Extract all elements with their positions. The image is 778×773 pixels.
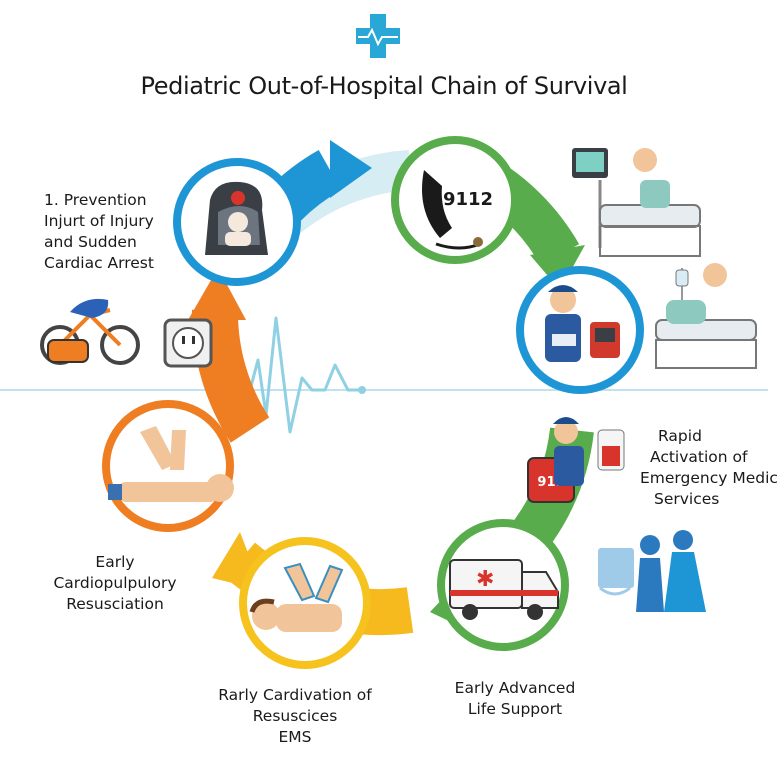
hospital-bed-icon [572,148,701,257]
medic-defibrillator-icon: 911 [527,417,625,503]
orange-arrowhead [188,268,246,320]
svg-text:✱: ✱ [476,567,494,592]
cpr-hands-icon [102,400,234,532]
ambulance-icon: ✱ [437,519,569,651]
page-title: Pediatric Out-of-Hospital Chain of Survi… [140,72,628,100]
ecg-line-icon [0,316,768,434]
outlet-icon [163,318,213,368]
car-seat-icon [173,158,301,286]
phone-icon: 9112 [391,136,519,264]
green-arrowhead-top [530,245,585,290]
label-prevention: 1. Prevention Injurt of Injury and Sudde… [44,191,154,272]
label-cardivation-ems: Rarly Cardivation of Resuscices EMS [218,686,372,746]
phone-number-text: 9112 [443,189,493,210]
medical-cross-heartbeat-icon [356,14,400,58]
label-early-cpr: Early Cardiopulpulory Resusciation [53,553,177,613]
label-advanced-life-support: Early Advanced Life Support [454,679,576,718]
label-rapid-activation: Rapid Activation of Emergency Medic Serv… [640,427,778,508]
hospital-bed-icon [655,263,757,369]
bicycle-icon [40,298,140,365]
rehab-family-icon [598,530,706,612]
paramedic-monitor-icon [516,266,644,394]
blue-arrowhead [330,140,372,198]
cpr-infant-icon [239,537,371,669]
